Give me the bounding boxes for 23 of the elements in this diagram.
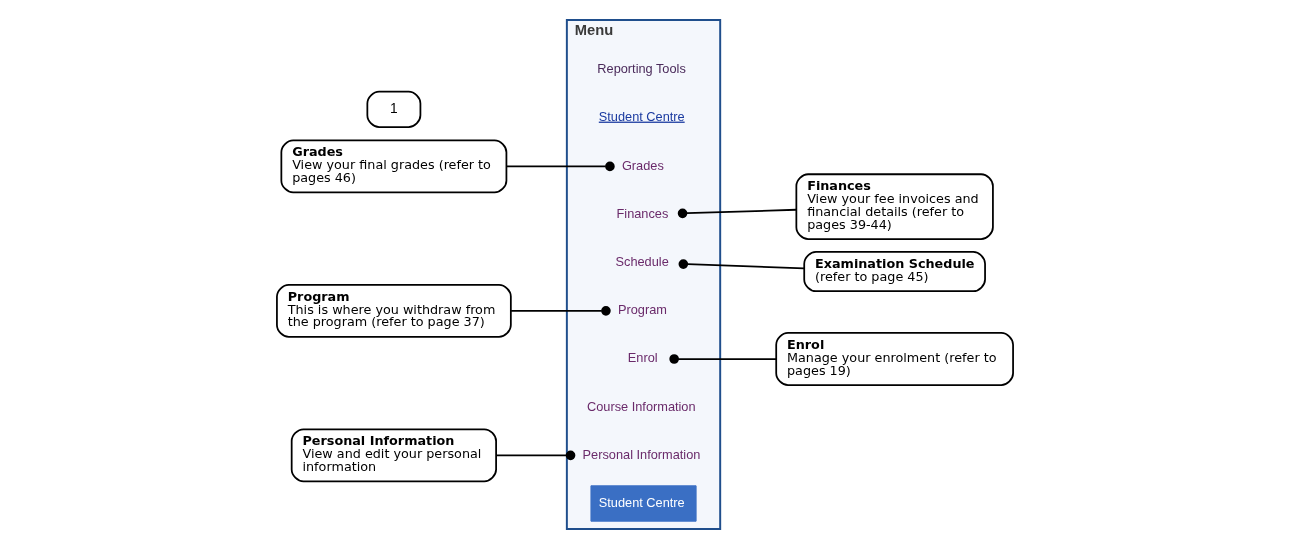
node-box: Grades View your final grades (refer to pages 46) xyxy=(280,139,508,194)
node-box: Enrol Manage your enrolment (refer to pages 19) xyxy=(775,332,1014,386)
node-box: Finances View your fee invoices and financial details (refer to pages 39-44) xyxy=(795,173,994,240)
node-box: 1 xyxy=(366,90,422,128)
node-box: Program This is where you withdraw from the program (refer to page 37) xyxy=(276,283,512,338)
node-text: Reporting Tools xyxy=(597,61,686,77)
connector xyxy=(669,354,778,364)
node-text: Course Information xyxy=(587,398,696,414)
node-box: Examination Schedule (refer to page 45) xyxy=(803,251,986,293)
node-text: Enrol xyxy=(627,350,658,366)
connector xyxy=(495,450,576,461)
node-box: Student Centre xyxy=(590,485,697,522)
node-text: Grades xyxy=(621,157,664,173)
node-text: Student Centre xyxy=(598,108,685,124)
node-text: Finances xyxy=(616,205,669,221)
node-text: Program xyxy=(617,302,667,318)
connector xyxy=(505,161,615,172)
connector xyxy=(678,259,805,270)
node-text: Personal Information xyxy=(582,446,701,462)
connector xyxy=(677,208,798,219)
node-box: Personal Information View and edit your personal information xyxy=(290,428,497,483)
node-text: Schedule xyxy=(615,254,669,270)
connector xyxy=(510,306,611,316)
